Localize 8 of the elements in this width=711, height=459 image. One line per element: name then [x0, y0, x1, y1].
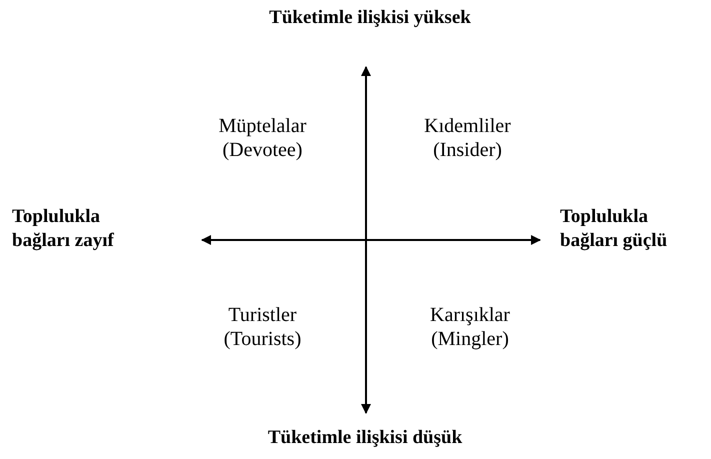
quadrant-label: Müptelalar (Devotee) — [218, 114, 308, 162]
axis-label: Toplulukla bağları güçlü — [560, 205, 668, 253]
axis-label: Tüketimle ilişkisi düşük — [266, 426, 464, 450]
axis-label: Toplulukla bağları zayıf — [12, 205, 115, 253]
quadrant-label: Turistler (Tourists) — [222, 303, 302, 351]
quadrant-label: Kıdemliler (Insider) — [423, 114, 512, 162]
quadrant-label: Karışıklar (Mingler) — [429, 303, 511, 351]
axis-label: Tüketimle ilişkisi yüksek — [268, 6, 472, 30]
